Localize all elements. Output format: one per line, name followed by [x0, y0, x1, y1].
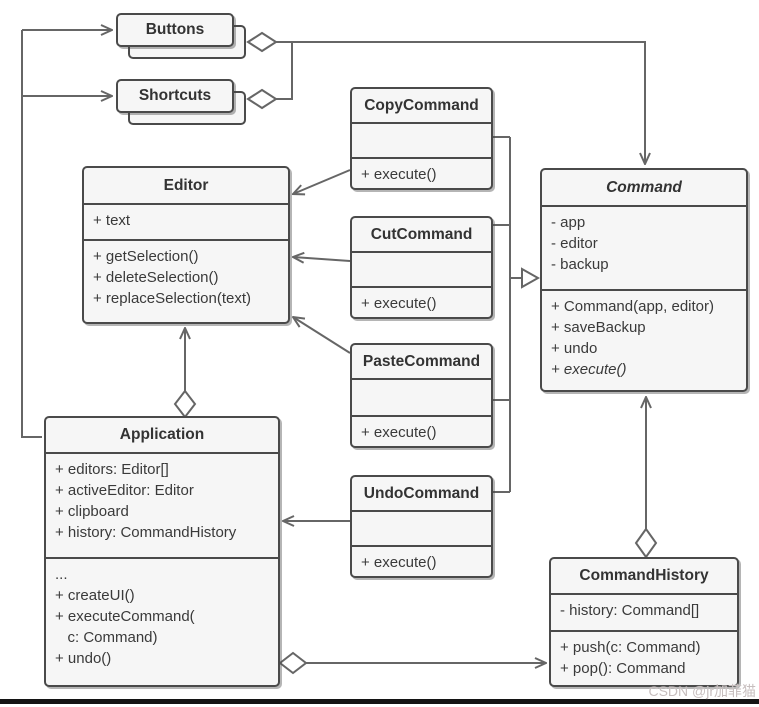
class-command: Command - app - editor - backup + Command(…: [540, 168, 748, 392]
aggregation-diamond-history: [634, 527, 658, 559]
member-row: + pop(): Command: [560, 660, 686, 677]
member-row: + deleteSelection(): [93, 269, 219, 286]
member-row: c: Command): [55, 629, 158, 646]
wire-buttons-to-command: [276, 41, 645, 164]
member-row: + execute(): [361, 554, 437, 571]
class-cut-command-methods: + execute(): [352, 288, 491, 317]
wire-command-subclass-stubs: [492, 136, 510, 493]
csdn-watermark: CSDN @jr加菲猫: [648, 683, 756, 699]
member-row: + Command(app, editor): [551, 298, 714, 315]
bottom-divider-bar: [0, 699, 759, 704]
member-row: + push(c: Command): [560, 639, 701, 656]
member-row: - editor: [551, 235, 598, 252]
member-row: - app: [551, 214, 586, 231]
class-application: Application + editors: Editor[] + activeE…: [44, 416, 280, 687]
class-editor: Editor + text + getSelection() + deleteSe…: [82, 166, 290, 324]
wire-copy-to-editor: [293, 169, 351, 194]
member-row: + undo(): [55, 650, 112, 667]
wire-application-to-ui-trunk: [21, 30, 42, 438]
class-command-history-methods: + push(c: Command) + pop(): Command: [551, 632, 737, 685]
class-cut-command-attributes: [352, 253, 491, 288]
wire-paste-to-editor: [293, 317, 351, 354]
wire-shortcuts-join: [276, 43, 293, 100]
class-command-title: Command: [542, 170, 746, 207]
class-copy-command-title: CopyCommand: [352, 89, 491, 124]
class-copy-command: CopyCommand + execute(): [350, 87, 493, 190]
aggregation-diamond-application-top: [173, 389, 197, 419]
class-paste-command-title: PasteCommand: [352, 345, 491, 380]
class-undo-command-title: UndoCommand: [352, 477, 491, 512]
member-row: + saveBackup: [551, 319, 646, 336]
node-buttons: Buttons: [116, 13, 234, 47]
class-paste-command: PasteCommand + execute(): [350, 343, 493, 448]
class-editor-attributes: + text: [84, 205, 288, 241]
member-row: + history: CommandHistory: [55, 524, 237, 541]
member-row: + activeEditor: Editor: [55, 482, 194, 499]
class-paste-command-methods: + execute(): [352, 417, 491, 446]
inheritance-triangle-command: [521, 267, 541, 289]
node-buttons-label: Buttons: [145, 21, 205, 38]
member-row: + execute(): [361, 424, 437, 441]
member-row: + execute(): [361, 295, 437, 312]
member-row: + getSelection(): [93, 248, 199, 265]
member-row: + undo: [551, 340, 598, 357]
member-row: + createUI(): [55, 587, 135, 604]
member-row: + text: [93, 212, 131, 229]
class-copy-command-attributes: [352, 124, 491, 159]
class-editor-title: Editor: [84, 168, 288, 205]
class-cut-command-title: CutCommand: [352, 218, 491, 253]
member-row: + executeCommand(: [55, 608, 195, 625]
class-application-methods: ... + createUI() + executeCommand( c: Comm…: [46, 559, 278, 685]
class-undo-command-attributes: [352, 512, 491, 547]
class-command-attributes: - app - editor - backup: [542, 207, 746, 291]
member-row: + clipboard: [55, 503, 129, 520]
node-shortcuts-label: Shortcuts: [138, 87, 212, 104]
member-row: + replaceSelection(text): [93, 290, 251, 307]
class-copy-command-methods: + execute(): [352, 159, 491, 188]
member-row: + execute(): [361, 166, 437, 183]
class-command-history-title: CommandHistory: [551, 559, 737, 595]
class-undo-command-methods: + execute(): [352, 547, 491, 576]
member-row: - history: Command[]: [560, 602, 700, 619]
member-row: ...: [55, 566, 68, 583]
class-paste-command-attributes: [352, 380, 491, 417]
class-command-history-attributes: - history: Command[]: [551, 595, 737, 632]
aggregation-diamond-application-right: [278, 651, 308, 675]
wire-cut-to-editor: [293, 257, 351, 261]
aggregation-diamond-shortcuts: [246, 88, 278, 110]
member-row: + editors: Editor[]: [55, 461, 169, 478]
class-application-attributes: + editors: Editor[] + activeEditor: Edito…: [46, 454, 278, 559]
class-command-methods: + Command(app, editor) + saveBackup + undo…: [542, 291, 746, 390]
class-editor-methods: + getSelection() + deleteSelection() + rep…: [84, 241, 288, 322]
aggregation-diamond-buttons: [246, 31, 278, 53]
class-undo-command: UndoCommand + execute(): [350, 475, 493, 578]
class-command-history: CommandHistory - history: Command[] + pu…: [549, 557, 739, 687]
member-row: + execute(): [551, 361, 627, 378]
class-application-title: Application: [46, 418, 278, 454]
member-row: - backup: [551, 256, 609, 273]
node-shortcuts: Shortcuts: [116, 79, 234, 113]
class-cut-command: CutCommand + execute(): [350, 216, 493, 319]
